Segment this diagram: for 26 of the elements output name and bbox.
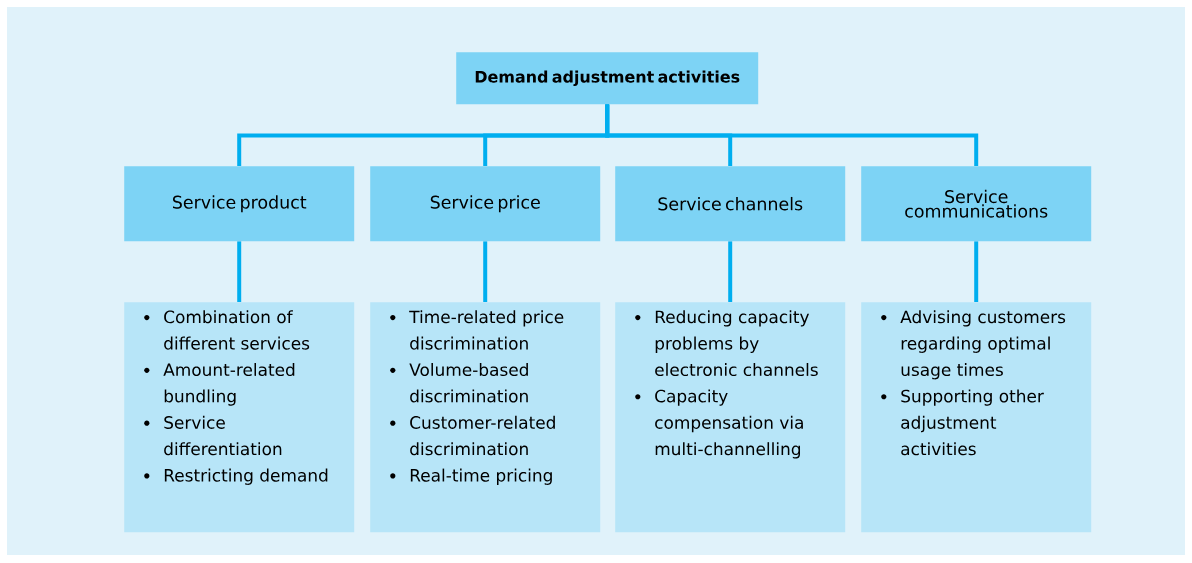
category-box: Service price	[370, 166, 601, 242]
bullet-item: Restricting demand	[144, 468, 328, 485]
title-box: Demand adjustment activities	[456, 52, 759, 105]
bullet-item: Volume-based discrimination	[390, 363, 528, 403]
connector-line	[728, 241, 733, 302]
connector-line	[974, 241, 979, 302]
category-box: Service channels	[615, 166, 846, 242]
connector-line	[605, 104, 979, 166]
bullet-item: Real-time pricing	[390, 468, 552, 485]
connector-line	[483, 241, 488, 302]
bullet-item: Advising customers regarding optimal usage times	[881, 310, 1066, 380]
bullet-item: Time-related price discrimination	[390, 310, 564, 350]
bullet-item: Amount-related bundling	[144, 363, 295, 406]
category-box: Service communications	[861, 166, 1092, 242]
bullet-item: Reducing capacity problems by electronic channels	[635, 310, 818, 377]
bullet-list-box	[615, 302, 846, 533]
bullet-item: Combination of different services	[144, 310, 310, 350]
category-box: Service product	[124, 166, 355, 242]
bullet-item: Capacity compensation via multi-channelling	[635, 389, 803, 459]
bullet-list-box	[124, 302, 355, 533]
bullet-item: Service differentiation	[144, 415, 282, 456]
bullet-list-box	[861, 302, 1092, 533]
bullet-item: Supporting other adjustment activities	[881, 389, 1044, 456]
bullet-list-box	[370, 302, 601, 533]
connector-line	[237, 241, 242, 302]
bullet-item: Customer-related discrimination	[390, 415, 555, 456]
